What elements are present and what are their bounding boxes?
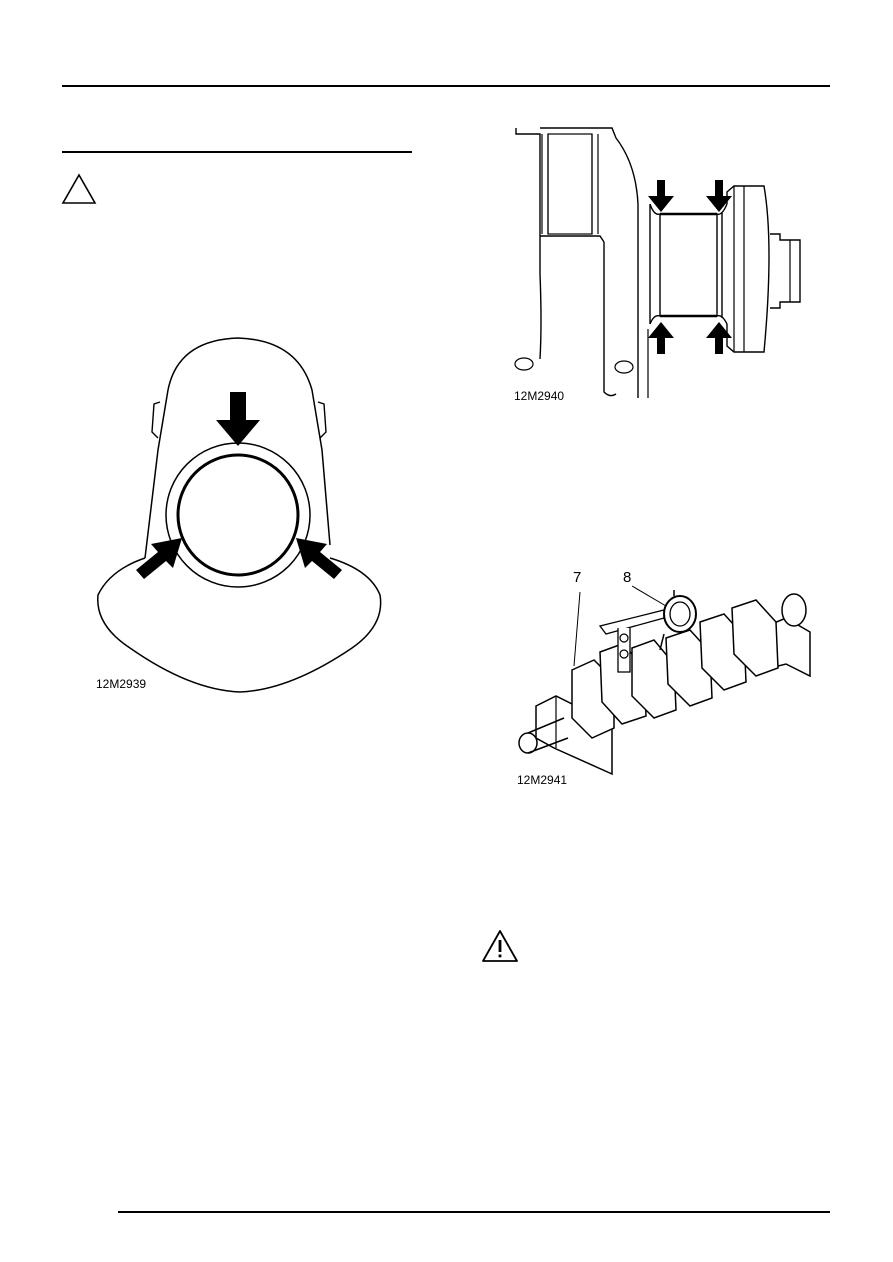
arrow-top [216, 392, 260, 446]
figure-caption-12M2941: 12M2941 [517, 773, 568, 787]
footer-rule [118, 1211, 830, 1213]
arrow-right [296, 538, 342, 579]
arrows-journal [648, 180, 732, 354]
figure-crankshaft-journal [514, 127, 801, 398]
warning-triangle-exclamation-icon [482, 930, 518, 962]
caution-triangle-icon [61, 173, 97, 204]
header-rule [62, 85, 830, 87]
figure-crankshaft-vblocks [518, 585, 811, 776]
figure-caption-12M2940: 12M2940 [514, 389, 565, 403]
figure-conrod-bearing [97, 337, 382, 693]
figure-caption-12M2939: 12M2939 [96, 677, 147, 691]
arrow-left [136, 538, 182, 579]
callout-8: 8 [623, 569, 632, 586]
callout-7: 7 [573, 569, 582, 586]
section-rule [62, 151, 412, 153]
